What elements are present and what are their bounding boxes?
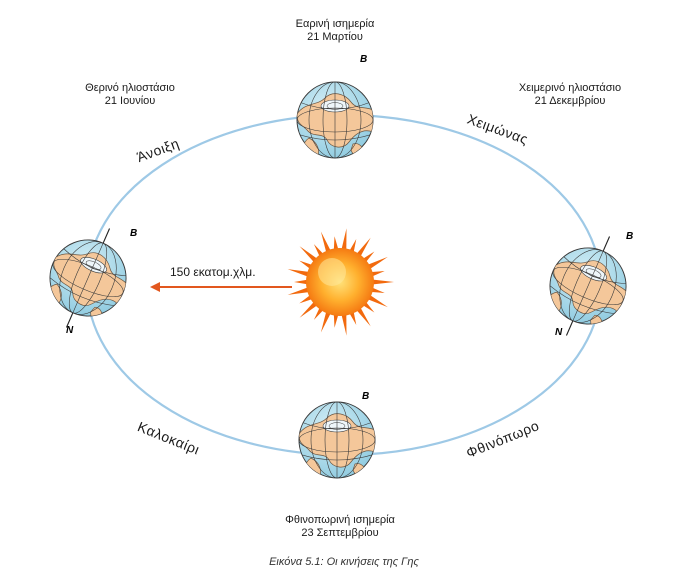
sun-ray: [320, 231, 332, 255]
autumn-equinox-date: 23 Σεπτεμβρίου: [301, 527, 379, 539]
autumn-equinox-title: Φθινοπωρινή ισημερία: [285, 514, 395, 526]
sun-ray: [340, 311, 347, 336]
sun-icon: [287, 228, 394, 336]
sun-ray: [287, 269, 312, 278]
earth-globe-right: [532, 221, 645, 350]
winter-solstice-title: Χειμερινό ηλιοστάσιο: [518, 82, 622, 94]
autumn-equinox-label: Φθινοπωρινή ισημερία 23 Σεπτεμβρίου: [270, 514, 410, 540]
summer-solstice-date: 21 Ιουνίου: [104, 95, 156, 107]
sun-ray: [320, 309, 332, 333]
sun-ray: [354, 305, 371, 327]
distance-arrow: [150, 282, 292, 292]
sun-ray: [365, 293, 388, 308]
figure-caption-text: Οι κινήσεις της Γης: [323, 556, 419, 568]
spring-equinox-title: Εαρινή ισημερία: [295, 18, 375, 30]
winter-solstice-label: Χειμερινό ηλιοστάσιο 21 Δεκεμβρίου: [505, 82, 635, 108]
earth-globe-bottom: [299, 402, 375, 478]
sun-ray: [365, 256, 388, 271]
earth-globe-left: [32, 213, 145, 342]
sun-ray: [354, 237, 371, 259]
sun-ray: [287, 286, 312, 295]
pole-label-north-left: B: [130, 228, 137, 239]
spring-equinox-label: Εαρινή ισημερία 21 Μαρτίου: [280, 18, 390, 44]
summer-solstice-title: Θερινό ηλιοστάσιο: [85, 82, 175, 94]
figure-caption: Εικόνα 5.1: Οι κινήσεις της Γης: [0, 556, 688, 568]
pole-label-north-right: B: [626, 231, 633, 242]
distance-label: 150 εκατομ.χλμ.: [170, 265, 256, 279]
sun-ray: [340, 228, 347, 253]
pole-label-south-right: N: [555, 327, 563, 338]
summer-solstice-label: Θερινό ηλιοστάσιο 21 Ιουνίου: [70, 82, 190, 108]
pole-label-south-left: N: [66, 325, 74, 336]
sun-ray: [369, 279, 394, 285]
earth-globe-top: [297, 82, 373, 158]
spring-equinox-date: 21 Μαρτίου: [307, 31, 363, 43]
figure-caption-prefix: Εικόνα 5.1:: [269, 556, 324, 568]
pole-label-top: B: [360, 54, 367, 65]
winter-solstice-date: 21 Δεκεμβρίου: [534, 95, 606, 107]
pole-label-bottom: B: [362, 391, 369, 402]
